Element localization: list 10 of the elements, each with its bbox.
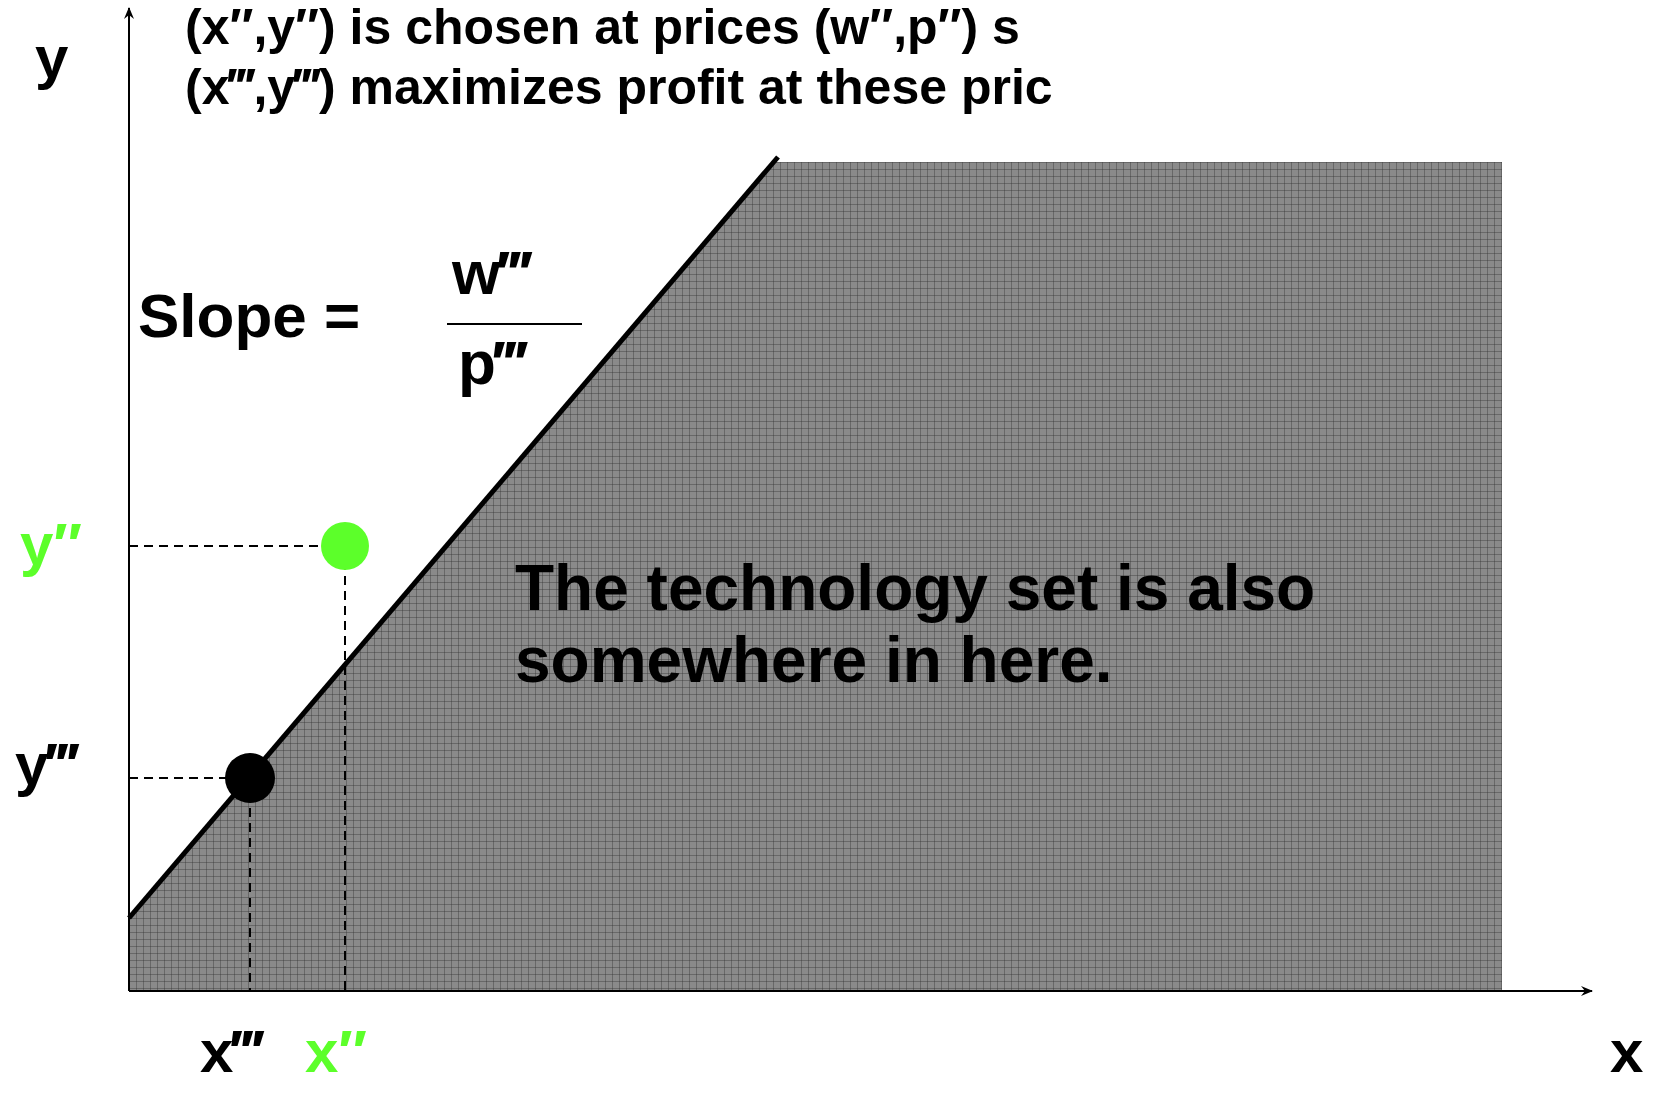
axis-tick-label: y‴	[15, 735, 78, 795]
axis-label: y	[35, 28, 69, 88]
heading-text: (x″,y″) is chosen at prices (w″,p″) s	[185, 2, 1020, 52]
technology-set-region	[129, 162, 1502, 991]
axis-label: x	[1610, 1022, 1644, 1082]
axis-tick-label: y″	[20, 515, 83, 575]
axis-tick-label: x‴	[200, 1022, 263, 1082]
region-text: The technology set is also somewhere in here.	[515, 552, 1317, 697]
heading-text: (x‴,y‴) maximizes profit at these pric	[185, 62, 1053, 112]
axis-tick-label: x″	[305, 1022, 368, 1082]
